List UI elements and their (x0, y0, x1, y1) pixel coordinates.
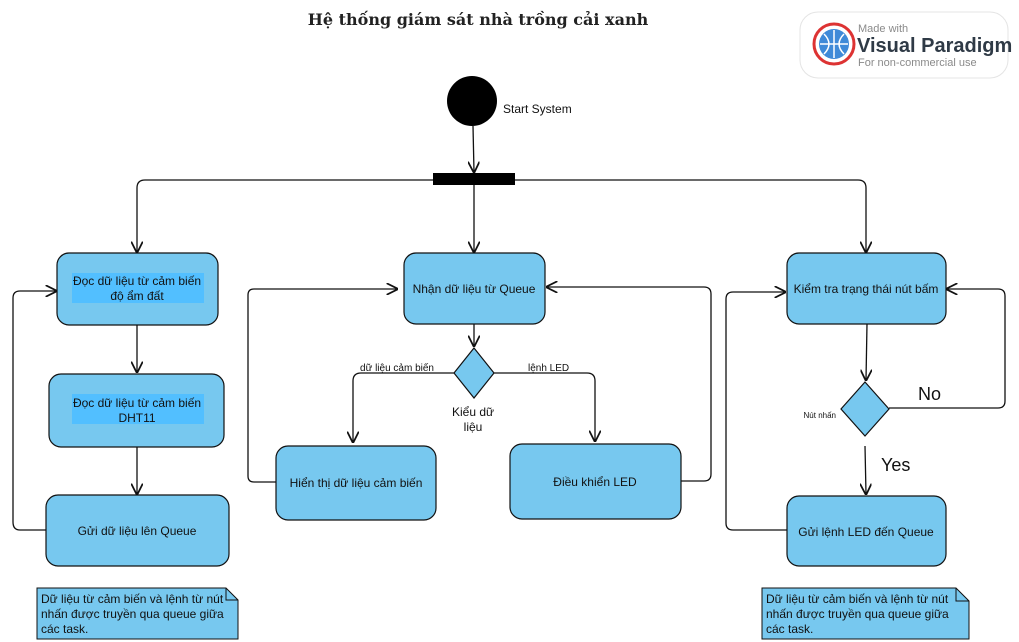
note-left: Dữ liệu từ cảm biến và lệnh từ nút nhấn … (36, 587, 239, 640)
node-control-led-label: Điều khiển LED (553, 475, 637, 489)
decision-data-type-line2: liệu (464, 420, 483, 434)
start-label: Start System (503, 102, 572, 116)
node-send-led-label: Gửi lệnh LED đến Queue (798, 525, 934, 539)
node-display-sensor: Hiển thị dữ liệu cảm biến (275, 445, 437, 521)
visual-paradigm-badge: Made with Visual Paradigm For non-commer… (799, 11, 1012, 79)
node-read-soil-line1: Đọc dữ liệu từ cảm biến (73, 274, 201, 288)
node-read-soil: Đọc dữ liệu từ cảm biến độ ẩm đất (56, 252, 219, 326)
node-check-button: Kiểm tra trạng thái nút bấm (786, 252, 947, 325)
decision-data-type: dữ liệu cảm biến lệnh LED Kiểu dữ liệu (360, 347, 569, 434)
node-send-queue: Gửi dữ liệu lên Queue (45, 494, 230, 567)
node-receive-queue-label: Nhận dữ liệu từ Queue (413, 282, 536, 296)
badge-license: For non-commercial use (858, 57, 977, 69)
decision-button: Nút nhấn No Yes (804, 381, 941, 475)
node-control-led: Điều khiển LED (509, 443, 682, 520)
decision-button-label: Nút nhấn (804, 411, 836, 420)
decision-button-no-label: No (918, 384, 941, 404)
note-left-line1: Dữ liệu từ cảm biến và lệnh từ nút (41, 592, 224, 606)
note-left-line3: các task. (41, 622, 88, 636)
diagram-title: Hệ thống giám sát nhà trồng cải xanh (308, 10, 649, 29)
note-right: Dữ liệu từ cảm biến và lệnh từ nút nhấn … (761, 587, 970, 640)
start-node (447, 76, 497, 126)
node-send-led: Gửi lệnh LED đến Queue (786, 495, 947, 567)
decision-data-type-left-label: dữ liệu cảm biến (360, 362, 434, 374)
node-read-dht-line2: DHT11 (118, 411, 155, 425)
node-receive-queue: Nhận dữ liệu từ Queue (403, 252, 546, 325)
node-read-soil-line2: độ ẩm đất (110, 289, 164, 303)
decision-data-type-right-label: lệnh LED (528, 363, 569, 374)
node-read-dht-line1: Đọc dữ liệu từ cảm biến (73, 396, 201, 410)
note-right-line1: Dữ liệu từ cảm biến và lệnh từ nút (766, 592, 949, 606)
decision-data-type-line1: Kiểu dữ (452, 405, 494, 419)
badge-brand: Visual Paradigm (857, 35, 1012, 57)
fork-bar (433, 173, 515, 185)
note-right-line3: các task. (766, 622, 813, 636)
badge-made-with: Made with (858, 23, 908, 35)
note-right-line2: nhấn được truyền qua queue giữa (766, 607, 949, 621)
note-left-line2: nhấn được truyền qua queue giữa (41, 607, 224, 621)
globe-icon (812, 22, 856, 66)
node-send-queue-label: Gửi dữ liệu lên Queue (78, 524, 197, 538)
node-display-sensor-label: Hiển thị dữ liệu cảm biến (290, 476, 423, 490)
node-read-dht: Đọc dữ liệu từ cảm biến DHT11 (48, 373, 225, 448)
decision-button-yes-label: Yes (881, 455, 910, 475)
flow-edges (12, 125, 1006, 531)
node-check-button-label: Kiểm tra trạng thái nút bấm (794, 282, 939, 296)
